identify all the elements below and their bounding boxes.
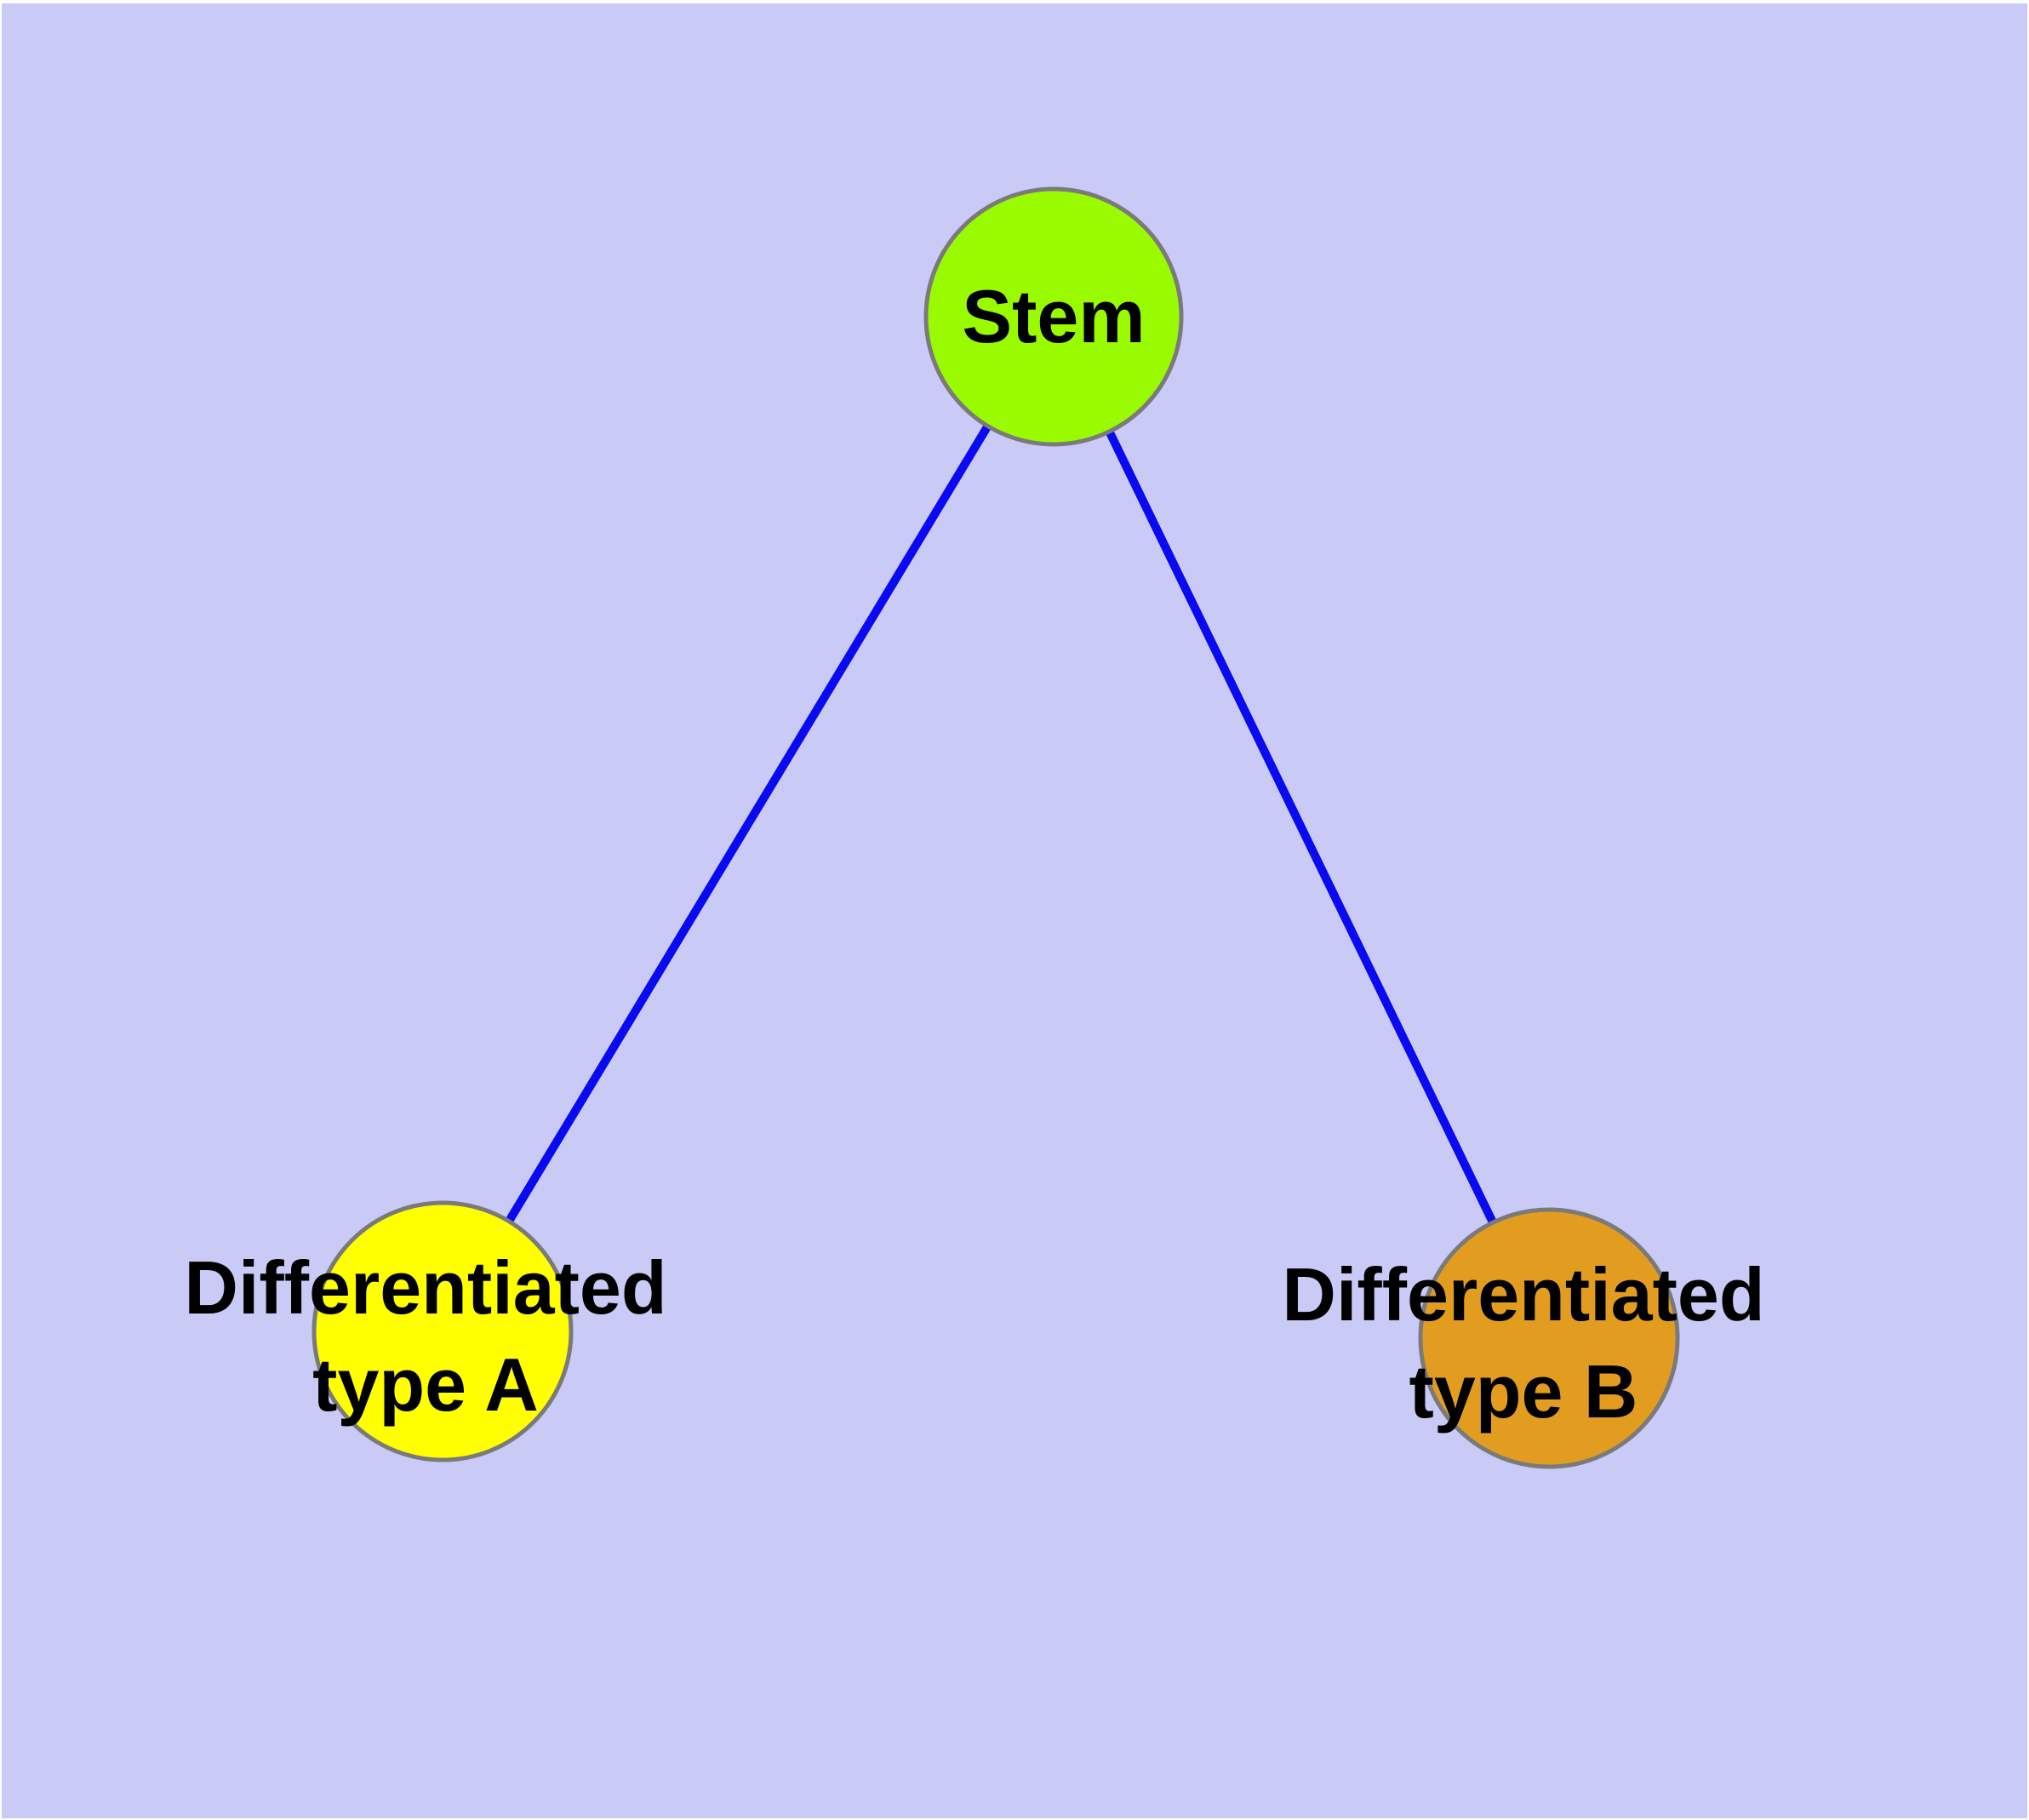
edge-stem-type-a: [438, 314, 1058, 1334]
node-type-b: [1418, 1207, 1680, 1469]
edge-stem-type-b: [1049, 314, 1553, 1341]
node-stem: [923, 186, 1184, 447]
node-type-a: [311, 1200, 574, 1462]
